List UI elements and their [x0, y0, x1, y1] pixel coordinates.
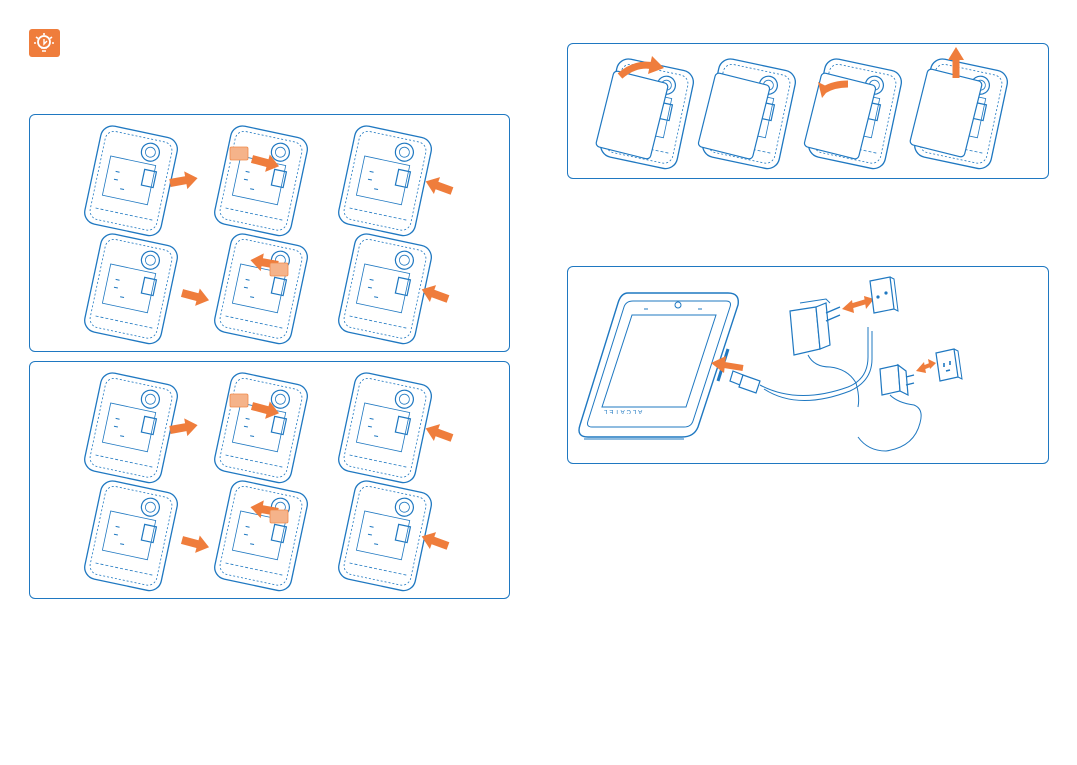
- orange-arrow-r2c1: [180, 531, 212, 556]
- phone-back-image-r1c3: [336, 124, 433, 238]
- sim-card-image: [230, 147, 248, 160]
- phone-back-image-r1c2: [212, 371, 309, 485]
- lightbulb-tip-icon: [29, 29, 60, 57]
- phone-brand-label: ALCATEL: [602, 408, 642, 414]
- phone-back-image-r2c1: [82, 232, 179, 346]
- sim-card-image: [230, 394, 248, 407]
- phone-back-image-r2c3: [336, 479, 433, 593]
- orange-arrow-r1c3: [423, 420, 455, 446]
- charger-illustration: [568, 267, 1050, 465]
- sim-card-panel-2: [29, 361, 510, 599]
- uk-socket-image: [936, 349, 962, 381]
- phone-back-image-r2c2: [212, 479, 309, 593]
- sim-card-illustrations-2: [30, 362, 511, 600]
- orange-arrow-r1c3: [423, 173, 455, 199]
- charger-panel: ALCATEL: [567, 266, 1049, 464]
- sim-card-image: [270, 510, 288, 523]
- eu-socket-image: [870, 277, 898, 313]
- phone-back-image-r1c1: [82, 124, 179, 238]
- eu-charger-image: [790, 299, 859, 407]
- phone-back-image-r1c1: [82, 371, 179, 485]
- phone-back-image-r1c2: [212, 124, 309, 238]
- orange-arrow-r2c1: [180, 284, 212, 309]
- phone-back-image-r1c3: [336, 371, 433, 485]
- phone-back-image-r2c3: [336, 232, 433, 346]
- phone-back-image-r2c2: [212, 232, 309, 346]
- battery-panel: [567, 43, 1049, 179]
- uk-charger-image: [858, 365, 921, 451]
- sim-card-image: [270, 263, 288, 276]
- tip-badge: [29, 29, 60, 57]
- sim-card-illustrations-1: [30, 115, 511, 353]
- sim-card-panel-1: [29, 114, 510, 352]
- phone-front-image: [579, 293, 738, 439]
- phone-back-image-r2c1: [82, 479, 179, 593]
- battery-illustrations: [568, 44, 1050, 180]
